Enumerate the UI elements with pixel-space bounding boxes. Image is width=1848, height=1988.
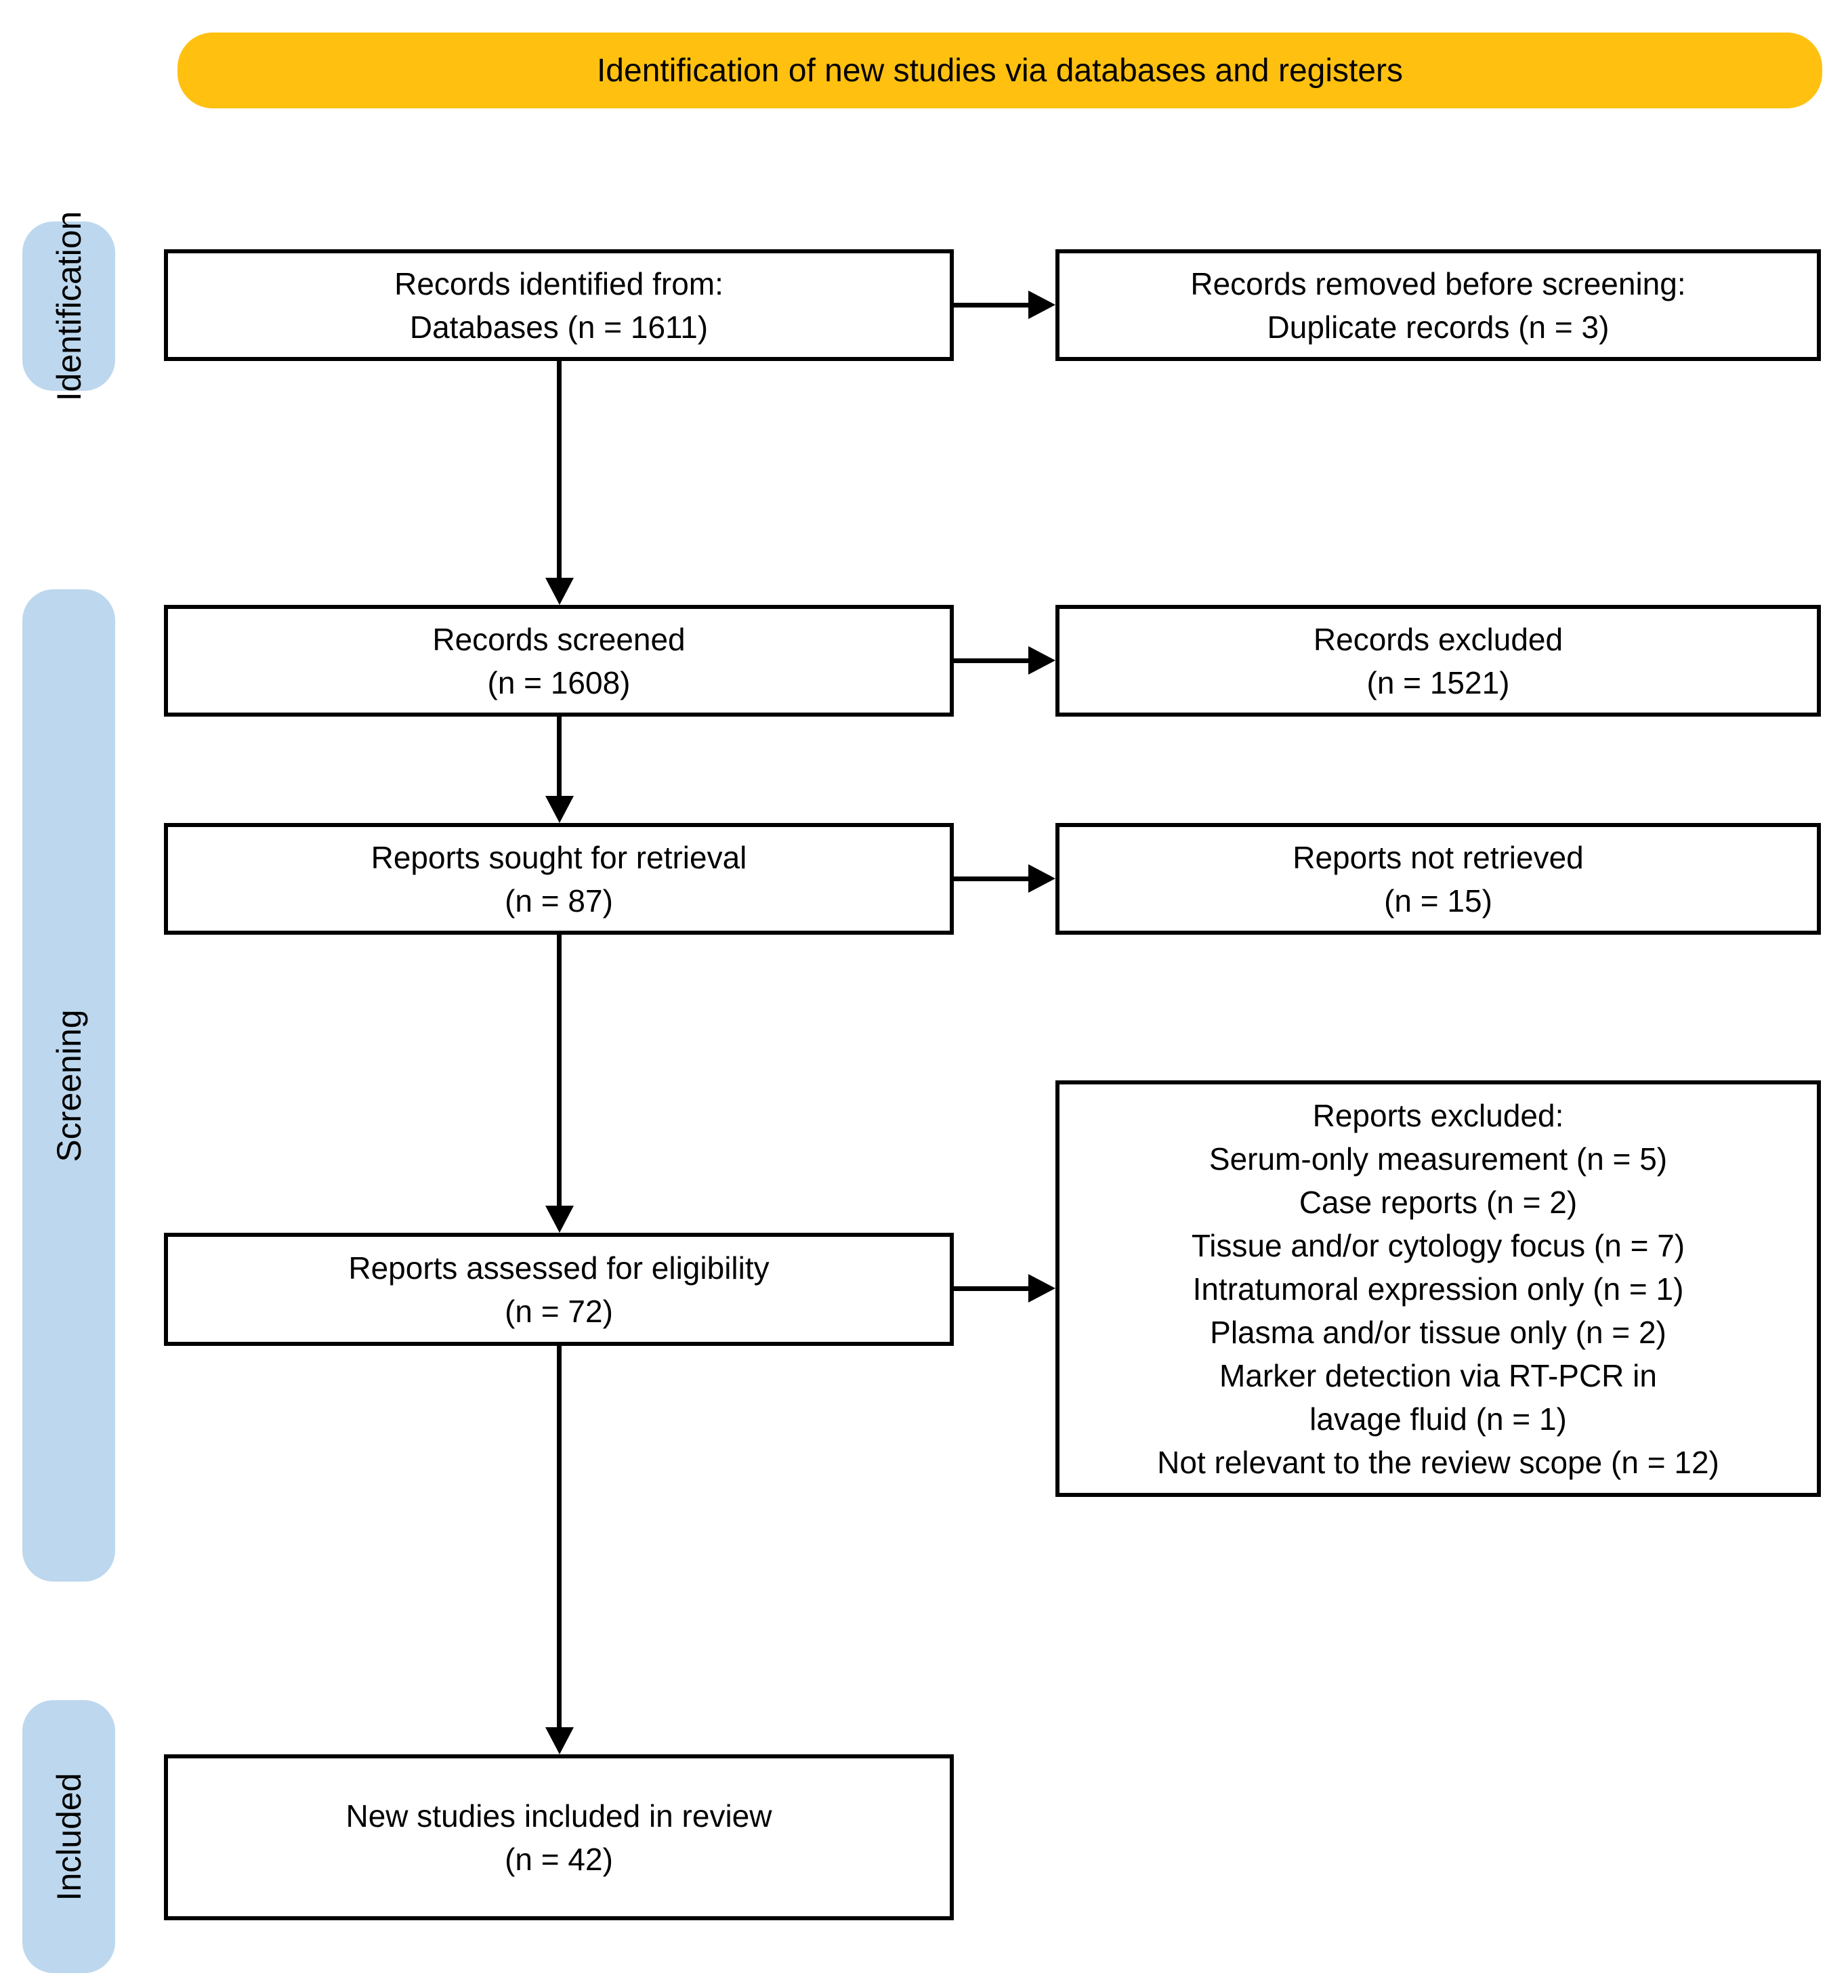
box-line: Records removed before screening: xyxy=(1190,266,1686,301)
title-bar: Identification of new studies via databa… xyxy=(177,33,1822,108)
arrow-down-icon xyxy=(545,1727,574,1754)
box-line: Not relevant to the review scope (n = 12… xyxy=(1157,1444,1719,1480)
stage-included: Included xyxy=(22,1700,115,1973)
box-line: Reports assessed for eligibility xyxy=(348,1250,770,1286)
box-line: (n = 1608) xyxy=(487,664,631,700)
arrow-down-icon xyxy=(545,1206,574,1233)
box-line: Reports not retrieved xyxy=(1293,839,1584,875)
stage-identification: Identification xyxy=(22,211,115,401)
flow-arrow-right-line-3 xyxy=(954,876,1028,881)
flow-arrow-down-line-3 xyxy=(557,935,562,1206)
flow-arrow-down-line-4 xyxy=(557,1346,562,1727)
stage-screening: Screening xyxy=(22,589,115,1582)
flow-arrow-right-line-1 xyxy=(954,303,1028,308)
box-line: Reports sought for retrieval xyxy=(371,839,747,875)
box-line: Reports excluded: xyxy=(1312,1097,1564,1133)
arrow-down-icon xyxy=(545,578,574,605)
flow-arrow-right-line-2 xyxy=(954,658,1028,663)
box-reports-assessed: Reports assessed for eligibility (n = 72… xyxy=(164,1233,954,1346)
box-records-excluded: Records excluded (n = 1521) xyxy=(1055,605,1821,717)
arrow-right-icon xyxy=(1028,1274,1055,1303)
box-records-screened: Records screened (n = 1608) xyxy=(164,605,954,717)
box-line: Tissue and/or cytology focus (n = 7) xyxy=(1191,1227,1685,1263)
arrow-right-icon xyxy=(1028,646,1055,675)
box-line: Records screened xyxy=(432,621,686,657)
box-reports-not-retrieved: Reports not retrieved (n = 15) xyxy=(1055,823,1821,935)
box-line: Case reports (n = 2) xyxy=(1299,1184,1578,1220)
stage-included-label: Included xyxy=(49,1772,88,1901)
box-line: (n = 15) xyxy=(1384,883,1492,918)
box-reports-sought: Reports sought for retrieval (n = 87) xyxy=(164,823,954,935)
box-line: (n = 72) xyxy=(505,1293,613,1329)
box-line: Databases (n = 1611) xyxy=(409,309,709,345)
arrow-right-icon xyxy=(1028,864,1055,893)
stage-screening-label: Screening xyxy=(49,1009,88,1162)
box-line: Duplicate records (n = 3) xyxy=(1267,309,1610,345)
arrow-down-icon xyxy=(545,796,574,823)
arrow-right-icon xyxy=(1028,291,1055,319)
box-reports-excluded-reasons: Reports excluded: Serum-only measurement… xyxy=(1055,1080,1821,1497)
box-line: Records excluded xyxy=(1313,621,1563,657)
box-records-removed: Records removed before screening: Duplic… xyxy=(1055,249,1821,361)
flow-arrow-down-line-1 xyxy=(557,361,562,578)
box-line: Serum-only measurement (n = 5) xyxy=(1209,1141,1668,1177)
box-line: Records identified from: xyxy=(394,266,723,301)
box-line: Intratumoral expression only (n = 1) xyxy=(1192,1271,1684,1307)
box-line: (n = 1521) xyxy=(1366,664,1510,700)
box-line: lavage fluid (n = 1) xyxy=(1309,1401,1567,1437)
box-line: Marker detection via RT-PCR in xyxy=(1219,1357,1657,1393)
flow-arrow-right-line-4 xyxy=(954,1286,1028,1291)
flow-arrow-down-line-2 xyxy=(557,717,562,796)
box-new-studies-included: New studies included in review (n = 42) xyxy=(164,1754,954,1920)
box-line: Plasma and/or tissue only (n = 2) xyxy=(1210,1314,1666,1350)
box-records-identified: Records identified from: Databases (n = … xyxy=(164,249,954,361)
box-line: New studies included in review xyxy=(345,1798,772,1834)
stage-identification-label: Identification xyxy=(49,211,88,402)
box-line: (n = 87) xyxy=(505,883,613,918)
box-line: (n = 42) xyxy=(505,1841,613,1877)
title-bar-label: Identification of new studies via databa… xyxy=(596,52,1404,89)
